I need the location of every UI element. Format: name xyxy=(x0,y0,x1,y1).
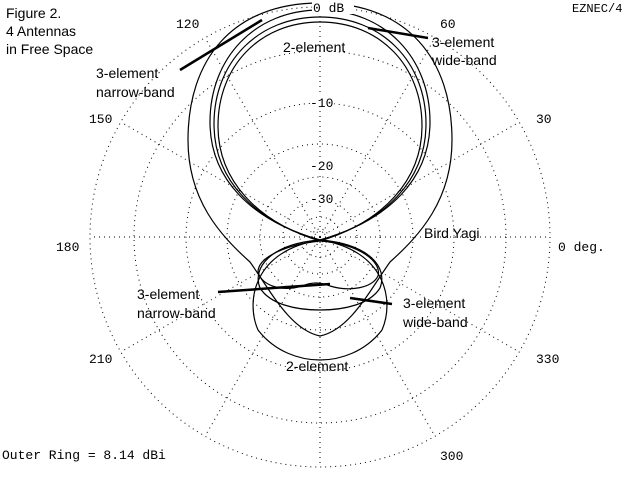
grid-ring xyxy=(185,102,455,372)
grid-spoke xyxy=(319,236,520,353)
pattern-2-element-back xyxy=(252,239,388,361)
grid-ring xyxy=(282,199,358,275)
ring-label-0db: 0 dB xyxy=(313,1,344,16)
angle-label-210: 210 xyxy=(89,352,112,367)
angle-label-150: 150 xyxy=(89,112,112,127)
grid-ring xyxy=(226,143,414,331)
angle-label-0: 0 deg. xyxy=(558,240,605,255)
grid-spoke xyxy=(204,236,321,437)
label-3-element-wide-bottom-2: wide-band xyxy=(402,314,468,330)
grid-spokes xyxy=(90,7,550,467)
pattern-annotations: 2-element 3-element wide-band 3-element … xyxy=(96,34,497,374)
ring-label-minus-10: -10 xyxy=(310,96,333,111)
arrow-3-element-wide-bottom xyxy=(349,296,393,306)
polar-grid xyxy=(89,6,551,468)
figure-title-line: in Free Space xyxy=(6,41,94,57)
grid-ring-outer xyxy=(89,6,551,468)
angle-label-330: 330 xyxy=(536,352,559,367)
label-3-element-narrow-bottom-2: narrow-band xyxy=(137,305,216,321)
radiation-patterns xyxy=(187,2,453,361)
label-3-element-wide-top-2: wide-band xyxy=(431,52,497,68)
label-3-element-wide-bottom-1: 3-element xyxy=(403,295,465,311)
pattern-3-element-wide-band-back xyxy=(257,239,383,311)
annotation-arrows xyxy=(179,18,429,306)
figure-title: Figure 2. 4 Antennas in Free Space xyxy=(6,4,93,58)
pattern-3-element-narrow-band-back xyxy=(257,240,380,290)
outer-ring-note: Outer Ring = 8.14 dBi xyxy=(2,448,166,463)
figure-title-line: Figure 2. xyxy=(6,5,62,21)
grid-spoke xyxy=(120,121,321,238)
grid-spoke xyxy=(319,37,436,238)
label-2-element-top: 2-element xyxy=(283,39,345,55)
angle-label-120: 120 xyxy=(176,17,199,32)
ring-labels: 0 dB -10 -20 -30 xyxy=(310,0,354,207)
angle-label-60: 60 xyxy=(440,17,456,32)
brand-label: EZNEC/4 xyxy=(572,2,623,16)
angle-label-300: 300 xyxy=(440,449,463,464)
grid-spoke xyxy=(319,236,436,437)
label-bird-yagi: Bird Yagi xyxy=(424,225,480,241)
label-3-element-narrow-bottom-1: 3-element xyxy=(137,286,199,302)
ring-label-minus-20: -20 xyxy=(310,159,333,174)
angle-labels: 0 deg. 30 60 120 150 180 210 300 330 xyxy=(56,17,605,464)
arrow-3-element-narrow-bottom xyxy=(217,282,331,294)
angle-label-180: 180 xyxy=(56,240,79,255)
pattern-bird-yagi xyxy=(187,2,453,337)
label-3-element-wide-top-1: 3-element xyxy=(432,34,494,50)
angle-label-30: 30 xyxy=(536,112,552,127)
label-3-element-narrow-top-1: 3-element xyxy=(96,65,158,81)
grid-spoke xyxy=(204,37,321,238)
figure-title-line: 4 Antennas xyxy=(6,23,77,39)
ring-label-minus-30: -30 xyxy=(310,192,333,207)
arrow-3-element-wide-top xyxy=(367,26,429,40)
label-3-element-narrow-top-2: narrow-band xyxy=(96,84,175,100)
grid-spoke xyxy=(319,121,520,238)
label-2-element-bottom: 2-element xyxy=(286,358,348,374)
arrow-3-element-narrow-top xyxy=(179,18,263,72)
grid-spoke xyxy=(120,236,321,353)
